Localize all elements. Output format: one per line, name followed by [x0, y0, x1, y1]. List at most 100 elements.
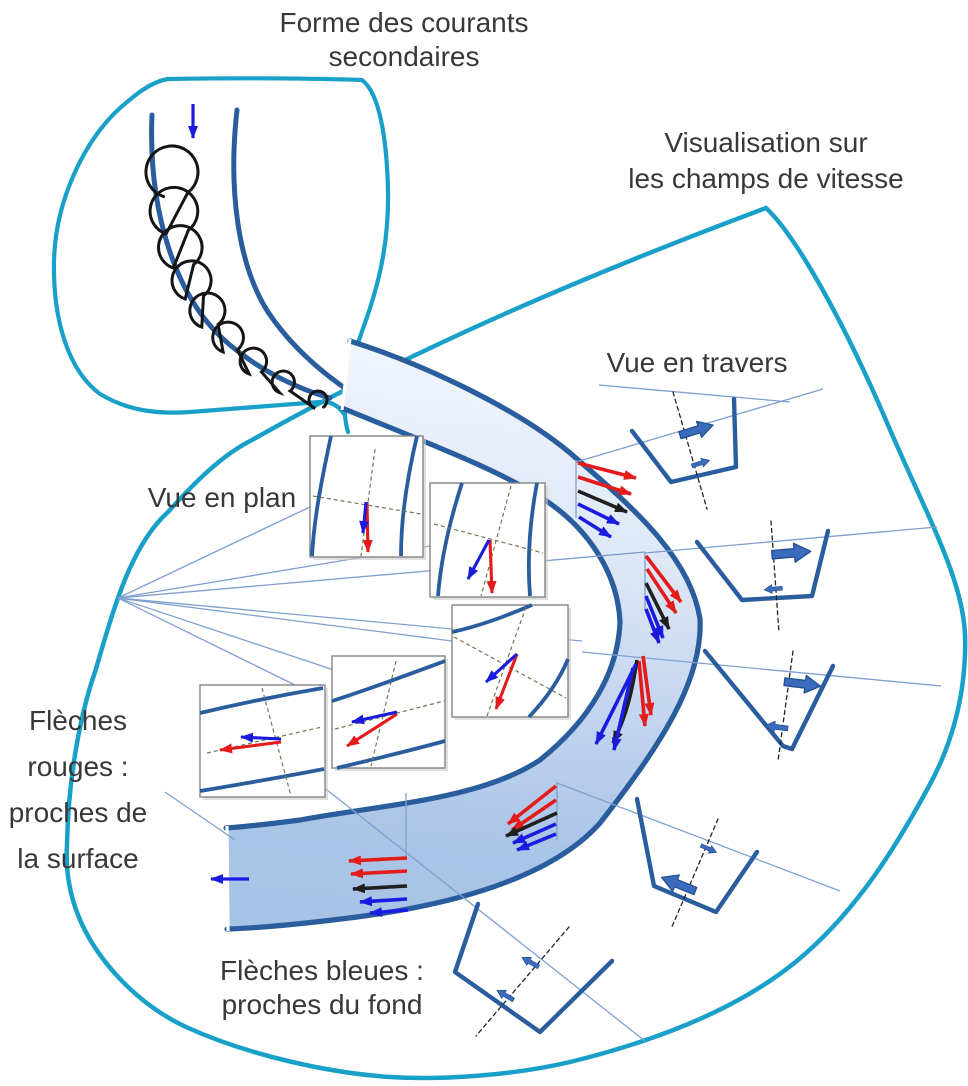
cross-section-axis [770, 520, 780, 634]
bottom-velocity-arrow [369, 907, 409, 918]
blue-legend-line1: Flèches bleues : [220, 955, 424, 986]
inset-frame [331, 655, 446, 769]
surface-velocity-arrow [486, 539, 497, 594]
cross-section-3 [702, 648, 836, 762]
surface-crossflow-arrow [676, 416, 717, 444]
velocity-arrows [188, 104, 683, 918]
title-line2: secondaires [329, 41, 480, 72]
bottom-velocity-arrow [644, 608, 661, 644]
red-legend-line4: la surface [17, 843, 138, 874]
inset-bank [331, 659, 446, 703]
inset-bank [451, 603, 533, 634]
surface-velocity-arrow [577, 475, 632, 496]
bottom-crossflow-arrow [763, 583, 784, 595]
inset-bank [199, 686, 324, 715]
cross-section-walls [452, 901, 615, 1035]
plan-view-inset [331, 655, 448, 771]
bottom-velocity-arrow [512, 822, 557, 845]
helical-flow-icon [144, 144, 329, 410]
bottom-velocity-arrow [359, 896, 408, 907]
cross-section-walls [702, 648, 836, 752]
inset-bank [436, 482, 464, 597]
section-line [644, 526, 938, 554]
plan-view-insets [199, 435, 571, 800]
inset-bank [199, 767, 325, 793]
visualisation-label-line1: Visualisation sur [664, 127, 867, 158]
cross-section-axis [672, 391, 708, 510]
fan-line [117, 597, 304, 690]
bottom-velocity-arrow [644, 595, 665, 639]
inset-bank [336, 739, 446, 770]
mean-velocity-arrow [505, 811, 558, 838]
plan-view-inset [309, 435, 426, 560]
fan-line [164, 791, 236, 841]
cross-section-walls [694, 528, 831, 603]
river-channel [223, 338, 703, 932]
cross-sections [452, 391, 836, 1037]
inset-bank [526, 482, 539, 597]
plan-view-label: Vue en plan [148, 482, 296, 513]
velocity-arrows-station-3 [594, 655, 655, 751]
upper-channel [149, 107, 358, 401]
inset-crosshair [453, 636, 567, 699]
bottom-crossflow-arrow [690, 455, 712, 471]
fan-line [117, 597, 335, 671]
surface-velocity-arrow [346, 712, 398, 748]
river-water-fill [226, 341, 701, 929]
inset-bank [310, 435, 333, 557]
plan-view-inset [451, 603, 571, 720]
inset-crosshair [206, 726, 323, 754]
section-line [556, 782, 841, 892]
surface-crossflow-arrow [770, 541, 813, 565]
mean-velocity-arrow [644, 582, 671, 630]
secondary-current-balloon-outline [51, 76, 391, 435]
title-line1: Forme des courants [280, 7, 529, 38]
plan-view-inset [199, 684, 328, 800]
bottom-velocity-arrow [359, 501, 370, 534]
surface-velocity-arrow [641, 655, 655, 716]
river-inner-bank [223, 405, 623, 831]
river-outer-bank [224, 338, 703, 932]
inset-crosshair [360, 448, 376, 557]
bottom-velocity-arrow [484, 652, 519, 684]
fan-line [117, 505, 313, 599]
section-lines [117, 384, 942, 1042]
surface-velocity-arrow [637, 660, 649, 727]
fan-line [117, 551, 646, 599]
inset-crosshair [261, 687, 292, 797]
inset-crosshair [312, 495, 422, 515]
bottom-velocity-arrow [516, 832, 557, 852]
inset-crosshair [370, 660, 397, 767]
surface-velocity-arrow [350, 868, 408, 879]
inset-bank [527, 658, 570, 719]
cross-section-axis [475, 926, 570, 1037]
labels: Forme des courants secondaires Visualisa… [9, 7, 904, 1020]
upper-channel-left-bank [149, 112, 333, 401]
cross-section-4 [634, 796, 760, 930]
inset-crosshair [480, 485, 512, 597]
cross-section-axis [670, 818, 719, 930]
velocity-arrows-station-2 [644, 554, 683, 644]
inset-bank [399, 435, 419, 557]
surface-velocity-arrow [494, 653, 519, 710]
surface-velocity-arrow [645, 568, 678, 614]
cross-section-walls [634, 796, 760, 915]
velocity-arrows-station-1 [577, 461, 637, 539]
surface-velocity-arrow [510, 798, 558, 832]
cross-section-5 [452, 901, 615, 1037]
visualisation-label-line2: les champs de vitesse [628, 163, 903, 194]
plan-view-inset [429, 482, 548, 600]
bottom-velocity-arrow [577, 502, 620, 526]
callout-outlines [51, 76, 968, 1081]
surface-velocity-arrow [348, 855, 408, 866]
velocity-field-balloon-outline [64, 205, 968, 1081]
fan-line [117, 597, 453, 642]
surface-velocity-arrow [362, 501, 373, 553]
bottom-crossflow-arrow [763, 719, 789, 735]
upper-channel-right-bank [231, 107, 358, 398]
red-legend-line3: proches de [9, 797, 148, 828]
bottom-velocity-arrow [578, 515, 612, 539]
mean-velocity-arrow [352, 883, 408, 894]
